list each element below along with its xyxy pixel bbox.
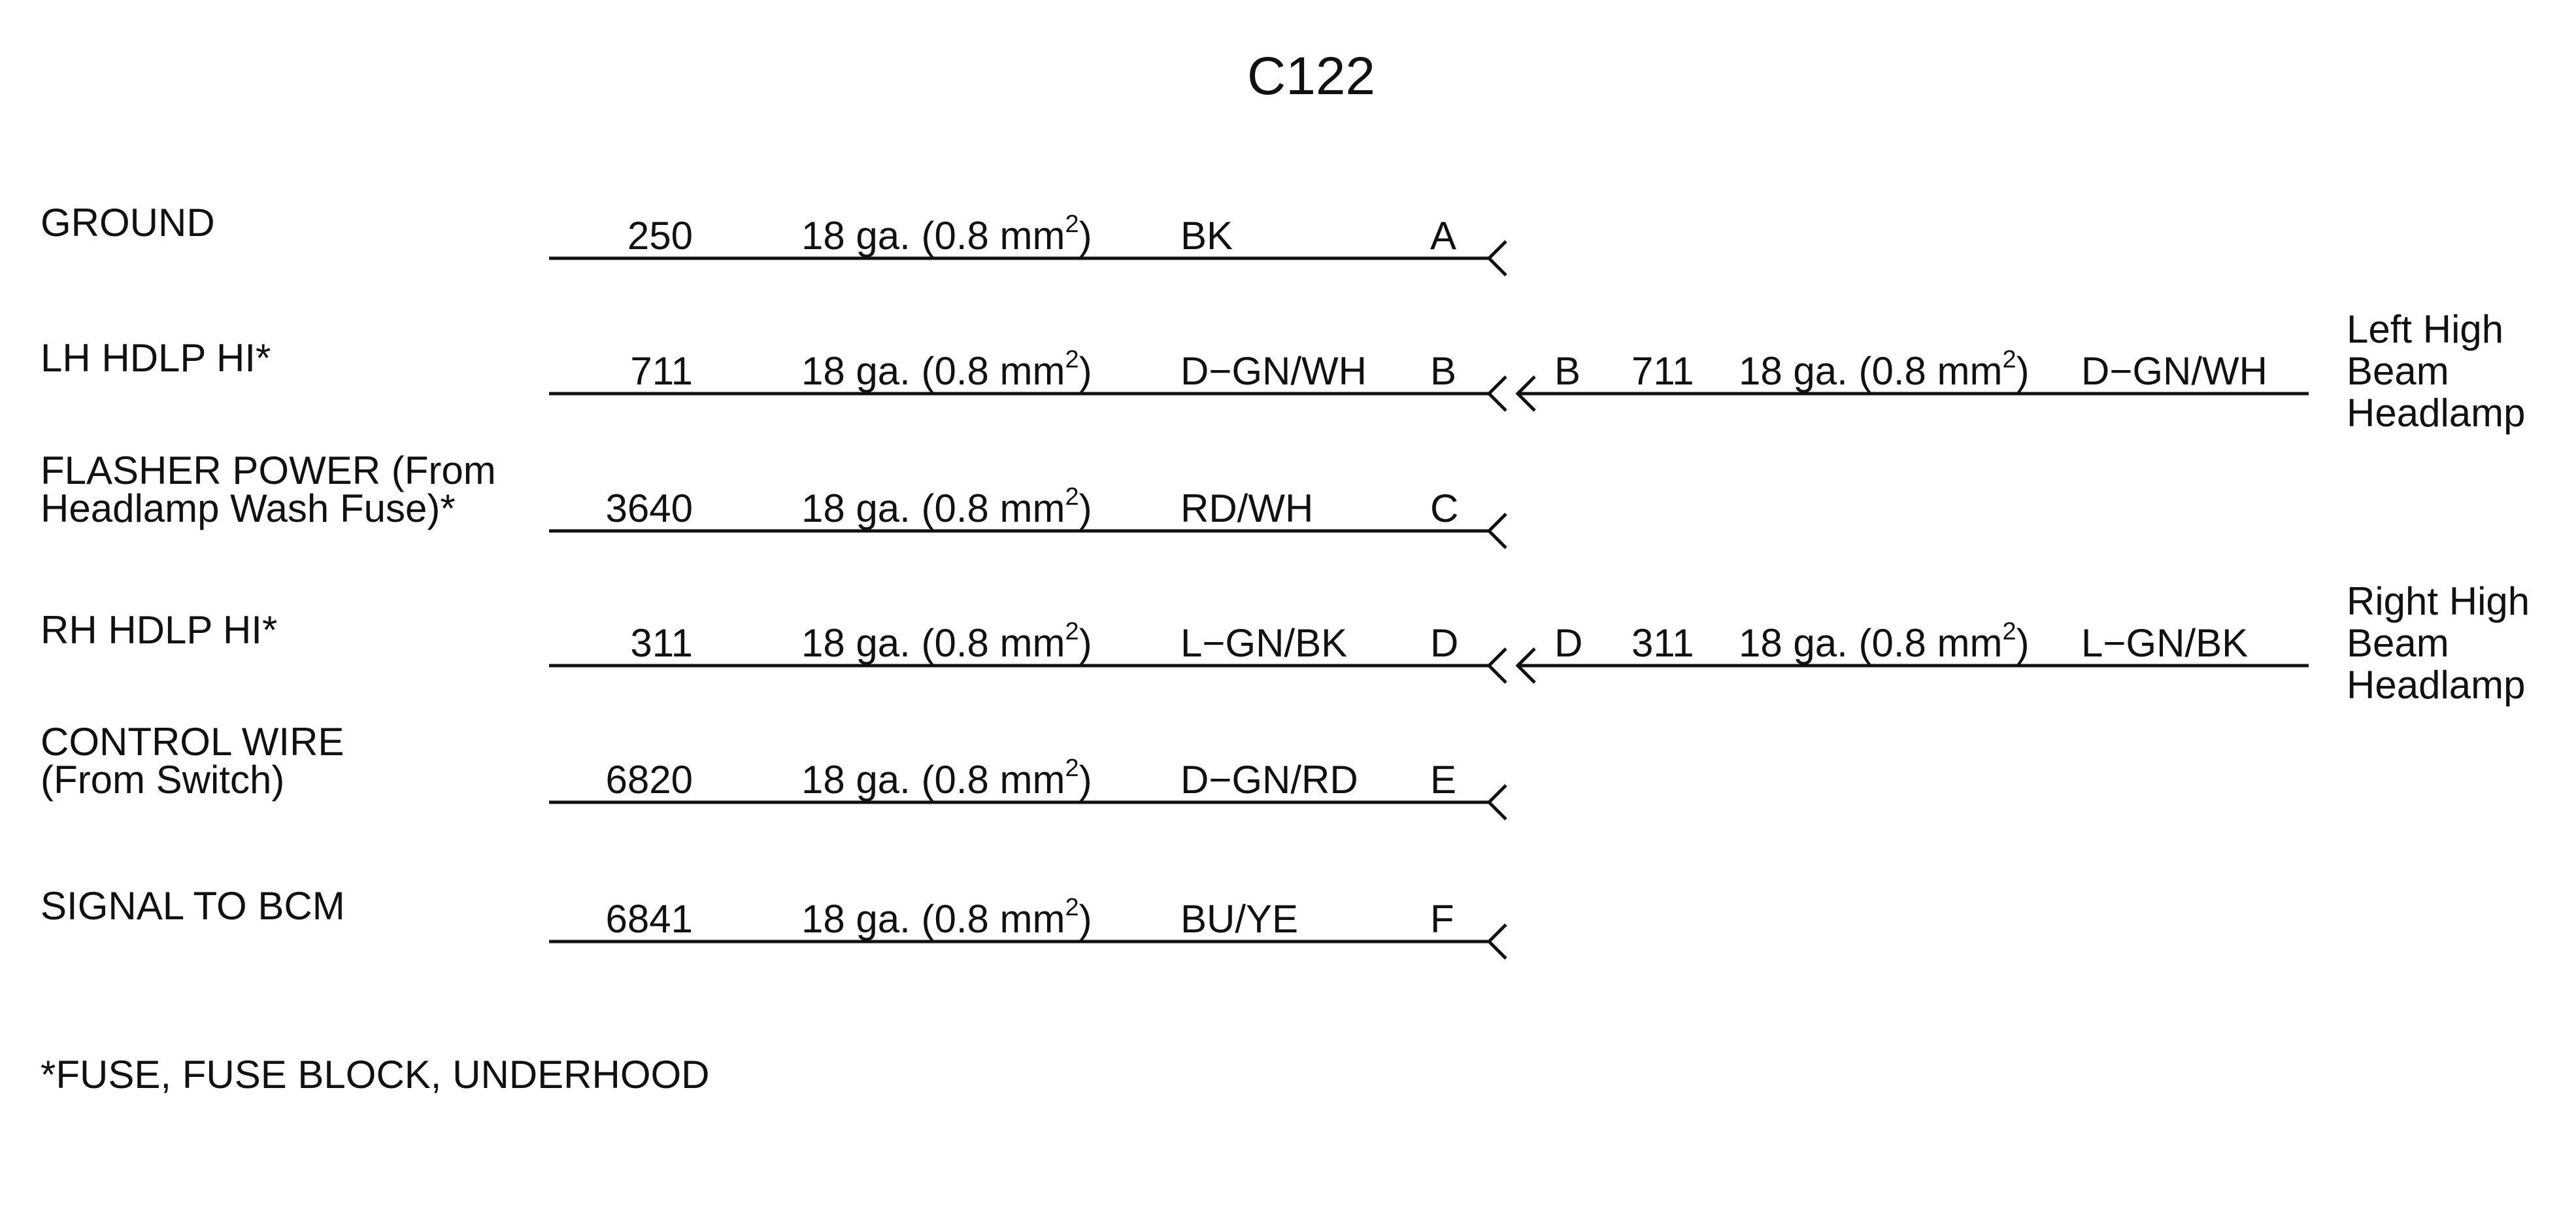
circuit-number: 6841	[605, 897, 693, 941]
wire-gauge: 18 ga. (0.8 mm2)	[801, 895, 1092, 941]
circuit-label: RH HDLP HI*	[41, 608, 278, 652]
wire-gauge-close: )	[1079, 897, 1092, 941]
wire-color: RD/WH	[1180, 486, 1314, 530]
mating-circuit-number: 311	[1631, 621, 1694, 665]
circuit-label: (From Switch)	[41, 758, 285, 802]
mating-wire-gauge-text: 18 ga. (0.8 mm	[1739, 349, 2003, 393]
circuit-number: 3640	[605, 486, 693, 530]
pin-letter: F	[1430, 897, 1454, 941]
wire-gauge-exponent: 2	[1065, 755, 1079, 782]
wire-gauge-exponent: 2	[1065, 346, 1079, 373]
wire-gauge-text: 18 ga. (0.8 mm	[801, 486, 1065, 530]
pin-letter: B	[1430, 349, 1457, 393]
mating-wire-gauge-close: )	[2016, 349, 2030, 393]
mating-component-label: Left High	[2347, 307, 2504, 351]
mating-pin-letter: B	[1554, 349, 1581, 393]
connector-terminal	[1486, 647, 1507, 684]
wire-gauge-close: )	[1079, 621, 1092, 665]
mating-wire-color: L−GN/BK	[2081, 621, 2249, 665]
wire-gauge-exponent: 2	[1065, 894, 1079, 921]
mating-wire-gauge-close: )	[2016, 621, 2030, 665]
wire-gauge-text: 18 ga. (0.8 mm	[801, 214, 1065, 258]
wire-gauge: 18 ga. (0.8 mm2)	[801, 212, 1092, 258]
wire-gauge-close: )	[1079, 214, 1092, 258]
circuit-label: SIGNAL TO BCM	[41, 884, 345, 928]
mating-wire-color: D−GN/WH	[2081, 349, 2267, 393]
footnote: *FUSE, FUSE BLOCK, UNDERHOOD	[41, 1053, 710, 1096]
wire-gauge-close: )	[1079, 486, 1092, 530]
wire-gauge-text: 18 ga. (0.8 mm	[801, 897, 1065, 941]
wire-gauge: 18 ga. (0.8 mm2)	[801, 619, 1092, 665]
pin-letter: E	[1430, 758, 1457, 802]
mating-wire-gauge: 18 ga. (0.8 mm2)	[1739, 347, 2030, 393]
circuit-number: 250	[627, 214, 693, 258]
wire-gauge-close: )	[1079, 758, 1092, 802]
mating-component-label: Beam	[2347, 349, 2449, 393]
mating-component-label: Right High	[2347, 579, 2530, 623]
circuit-number: 6820	[605, 758, 693, 802]
mating-component-label: Beam	[2347, 621, 2449, 665]
mating-circuit-number: 711	[1631, 349, 1694, 393]
circuit-label: CONTROL WIRE	[41, 720, 344, 764]
mating-wire-gauge-exponent: 2	[2002, 346, 2016, 373]
connector-terminal	[1486, 784, 1507, 821]
wire-gauge: 18 ga. (0.8 mm2)	[801, 484, 1092, 530]
connector-terminal	[1486, 240, 1507, 277]
wire-gauge-text: 18 ga. (0.8 mm	[801, 349, 1065, 393]
wire-color: BK	[1180, 214, 1233, 258]
wire-gauge-text: 18 ga. (0.8 mm	[801, 621, 1065, 665]
mating-pin-letter: D	[1554, 621, 1583, 665]
wire-color: BU/YE	[1180, 897, 1299, 941]
pin-letter: A	[1430, 214, 1457, 258]
pin-letter: D	[1430, 621, 1459, 665]
wire-gauge: 18 ga. (0.8 mm2)	[801, 347, 1092, 393]
circuit-number: 711	[630, 349, 693, 393]
wire-color: L−GN/BK	[1180, 621, 1348, 665]
circuit-number: 311	[630, 621, 693, 665]
connector-title: C122	[1247, 46, 1376, 106]
mating-wire-gauge: 18 ga. (0.8 mm2)	[1739, 619, 2030, 665]
mating-component-label: Headlamp	[2347, 663, 2526, 707]
wire-gauge-close: )	[1079, 349, 1092, 393]
pin-letter: C	[1430, 486, 1459, 530]
wire-gauge-text: 18 ga. (0.8 mm	[801, 758, 1065, 802]
mating-wire-gauge-exponent: 2	[2002, 618, 2016, 645]
wire-gauge-exponent: 2	[1065, 483, 1079, 511]
wire-gauge: 18 ga. (0.8 mm2)	[801, 756, 1092, 802]
connector-terminal	[1486, 923, 1507, 960]
connector-terminal	[1486, 375, 1507, 412]
mating-component-label: Headlamp	[2347, 391, 2526, 435]
wire-color: D−GN/RD	[1180, 758, 1358, 802]
circuit-label: Headlamp Wash Fuse)*	[41, 486, 456, 530]
wire-gauge-exponent: 2	[1065, 211, 1079, 238]
circuit-label: GROUND	[41, 201, 215, 245]
wire-color: D−GN/WH	[1180, 349, 1367, 393]
connector-terminal	[1486, 513, 1507, 549]
mating-wire-gauge-text: 18 ga. (0.8 mm	[1739, 621, 2003, 665]
wire-gauge-exponent: 2	[1065, 618, 1079, 645]
circuit-label: LH HDLP HI*	[41, 336, 271, 380]
circuit-label: FLASHER POWER (From	[41, 449, 496, 492]
